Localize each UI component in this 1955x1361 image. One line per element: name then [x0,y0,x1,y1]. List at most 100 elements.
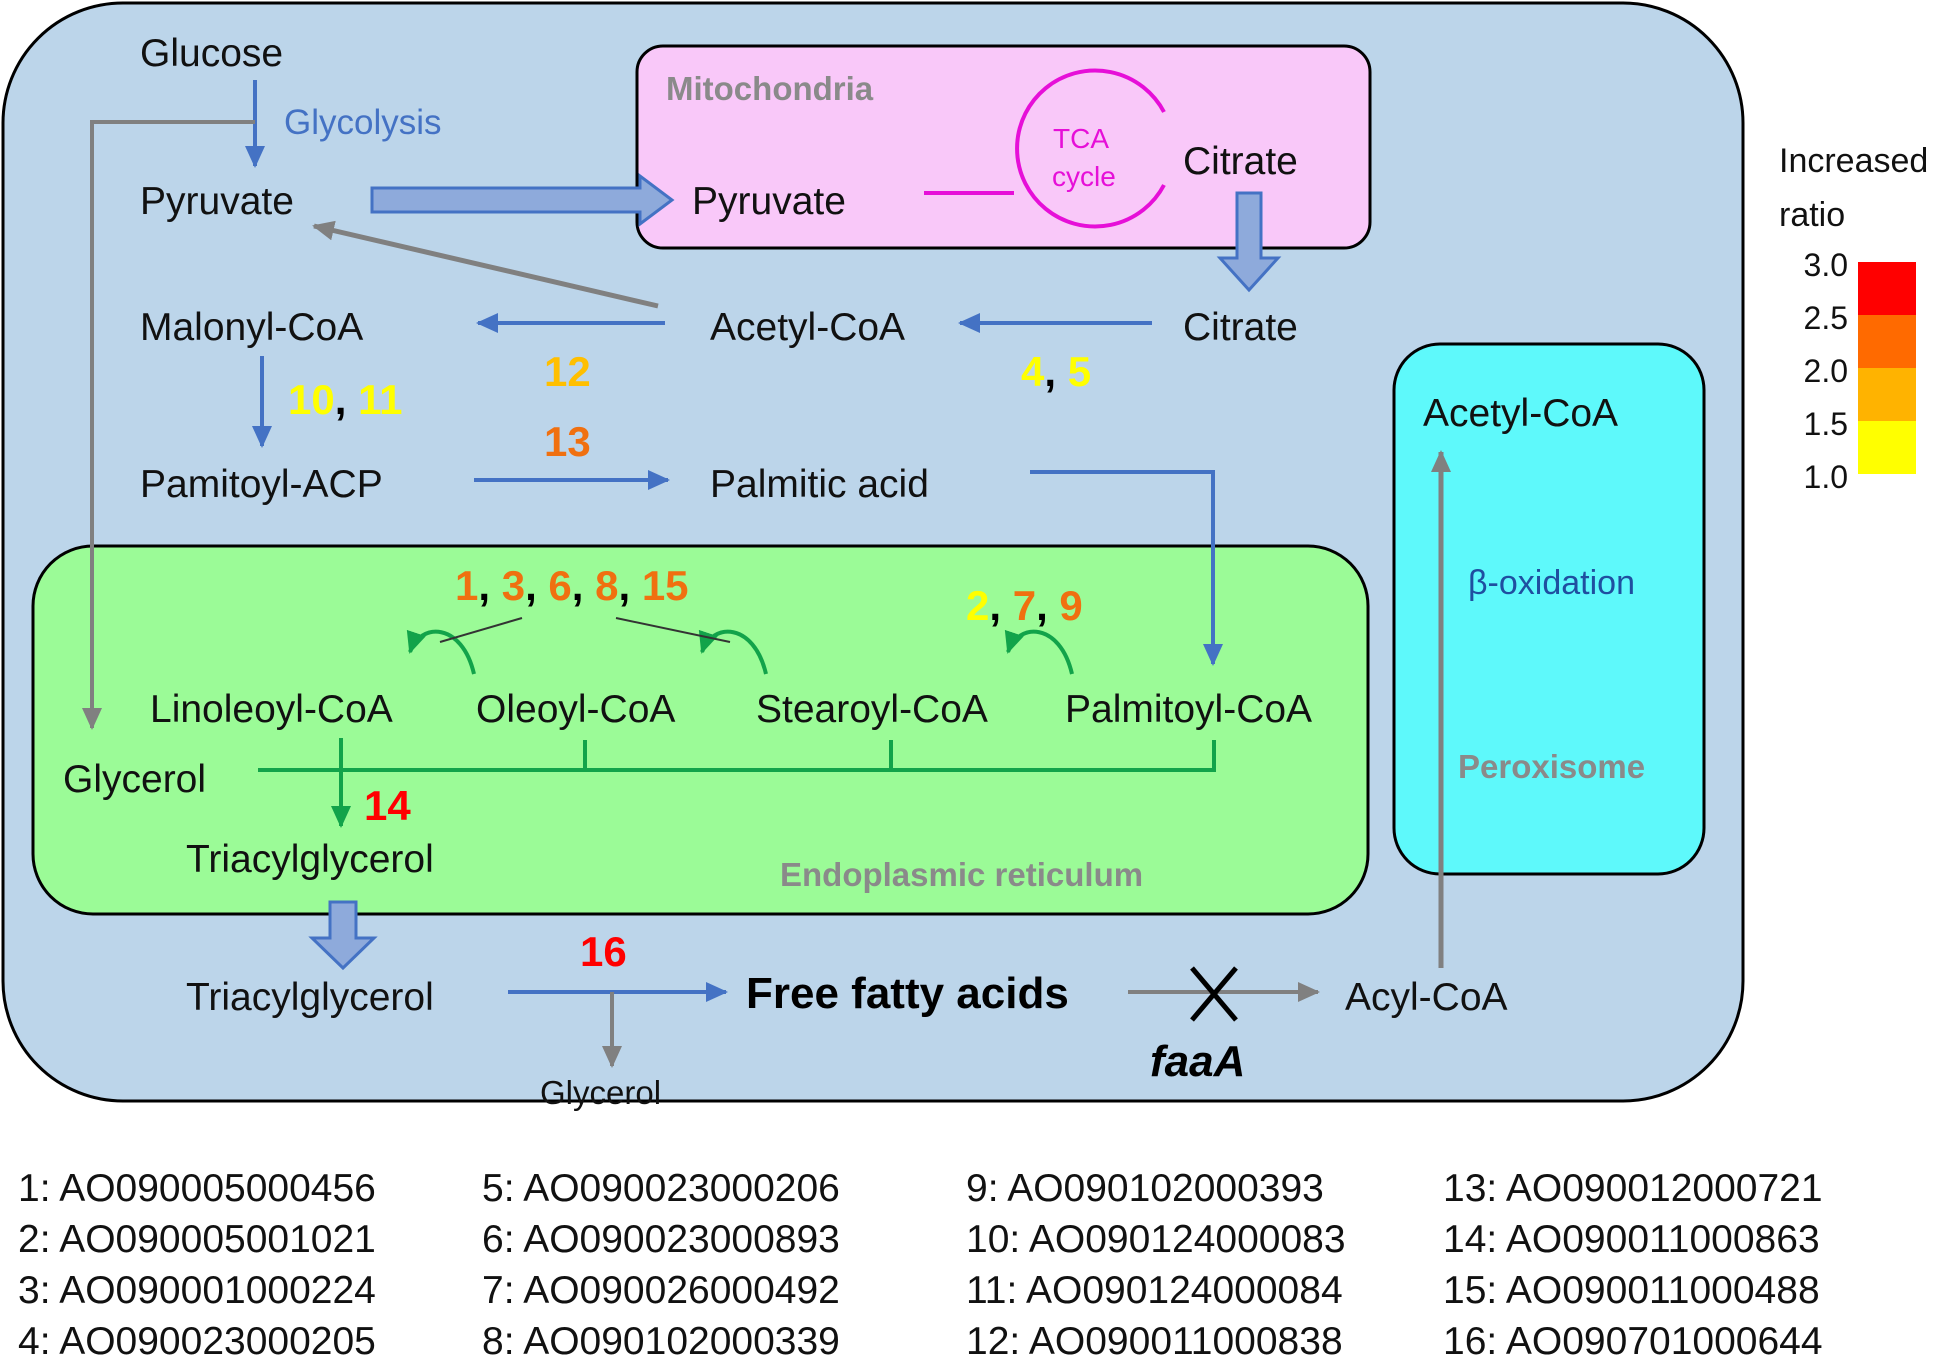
pyruvate-transport-block-arrow [370,173,675,227]
legend-swatch [1858,315,1916,368]
peroxisome-label: Peroxisome [1458,748,1645,785]
gene-number-part: 8 [595,562,618,609]
gene-id-entry: 11: AO090124000084 [966,1269,1343,1312]
legend-tick-label: 2.0 [1804,353,1848,389]
gene-label-g14: 14 [364,782,411,829]
glycerol-er-label: Glycerol [63,758,206,801]
oleoyl-coa-label: Oleoyl-CoA [476,688,675,731]
gene-id-entry: 2: AO090005001021 [18,1218,376,1261]
gene-id-entry: 1: AO090005000456 [18,1167,376,1210]
gene-number-part: 7 [1013,582,1036,629]
palmitoyl-to-stearoyl-arc [1004,629,1074,675]
mitochondria-label: Mitochondria [666,70,874,107]
gene-label-g2-9: 2, 7, 9 [966,582,1083,629]
legend-tick-label: 3.0 [1804,247,1848,283]
gene-number-part: 11 [358,376,402,423]
gene-id-entry: 4: AO090023000205 [18,1320,376,1361]
increased-ratio-legend: Increased ratio 3.0 2.5 2.0 1.5 1.0 [1779,142,1928,495]
gene-id-table: 1: AO090005000456 2: AO090005001021 3: AO0… [18,1167,1823,1361]
legend-title-line1: Increased [1779,142,1928,180]
gene-number-part: 9 [1059,582,1082,629]
linoleoyl-coa-label: Linoleoyl-CoA [150,688,393,731]
gene-id-entry: 6: AO090023000893 [482,1218,840,1261]
gene-number-part: 2 [966,582,989,629]
citrate-cytosol-label: Citrate [1183,306,1298,349]
gene-id-entry: 16: AO090701000644 [1443,1320,1823,1361]
citrate-export-block-arrow [1216,191,1282,293]
gene-number-part: , [989,582,1012,629]
gene-id-entry: 14: AO090011000863 [1443,1218,1820,1261]
gene-id-entry: 12: AO090011000838 [966,1320,1343,1361]
legend-title-line2: ratio [1779,196,1845,234]
gene-number-part: 15 [642,562,689,609]
legend-tick-labels: 3.0 2.5 2.0 1.5 1.0 [1804,247,1848,495]
stearoyl-to-oleoyl-arc [698,629,768,675]
acetyl-coa-label: Acetyl-CoA [710,306,905,349]
triacylglycerol-er-label: Triacylglycerol [186,838,434,881]
glycolysis-label: Glycolysis [284,103,442,142]
legend-color-scale [1858,262,1916,474]
tag-release-block-arrow [308,900,378,971]
gene-label-g1-15: 1, 3, 6, 8, 15 [455,562,689,609]
gene-number-part: 3 [502,562,525,609]
gene-label-g12: 12 [544,348,591,395]
legend-swatch [1858,368,1916,421]
gene-number-part: 16 [580,928,627,975]
gene-id-entry: 8: AO090102000339 [482,1320,840,1361]
gene-number-part: , [1044,348,1067,395]
legend-swatch [1858,262,1916,315]
tca-label-line1: TCA [1053,123,1109,154]
legend-swatch [1858,421,1916,474]
gene-number-part: 1 [455,562,478,609]
oleoyl-to-linoleoyl-arc [406,629,476,675]
legend-tick-label: 2.5 [1804,300,1848,336]
legend-tick-label: 1.5 [1804,406,1848,442]
tca-cycle-arc [1015,68,1166,229]
free-fatty-acids-label: Free fatty acids [746,969,1069,1018]
gene-number-part: , [335,376,358,423]
gene-number-part: 12 [544,348,591,395]
gene-number-part: 10 [288,376,335,423]
gene-callout-line-left [439,617,523,643]
malonyl-coa-label: Malonyl-CoA [140,306,363,349]
pyruvate-cytosol-label: Pyruvate [140,180,294,223]
gene-number-part: , [525,562,548,609]
beta-oxidation-label: β-oxidation [1468,564,1635,602]
glycerol-out-label: Glycerol [540,1074,661,1111]
gene-id-entry: 15: AO090011000488 [1443,1269,1820,1312]
gene-number-part: , [572,562,595,609]
palmitic-acid-label: Palmitic acid [710,463,929,506]
gene-number-part: 13 [544,418,591,465]
gene-id-entry: 5: AO090023000206 [482,1167,840,1210]
palmitic-to-palmitoylcoa-arrow [1030,470,1223,666]
acetylcoa-to-pyruvate-arrow [312,220,659,309]
gene-label-g13: 13 [544,418,591,465]
gene-id-entry: 3: AO090001000224 [18,1269,376,1312]
gene-callout-line-right [615,617,731,643]
tca-label-line2: cycle [1052,161,1116,192]
gene-number-part: 4 [1021,348,1045,395]
faaA-gene-label: faaA [1150,1037,1245,1086]
gene-id-entry: 7: AO090026000492 [482,1269,840,1312]
gene-number-part: , [1036,582,1059,629]
glucose-label: Glucose [140,32,283,75]
gene-id-entry: 13: AO090012000721 [1443,1167,1823,1210]
pamitoyl-acp-label: Pamitoyl-ACP [140,463,383,506]
gene-number-part: , [478,562,501,609]
legend-tick-label: 1.0 [1804,459,1848,495]
stearoyl-coa-label: Stearoyl-CoA [756,688,988,731]
triacylglycerol-cytosol-label: Triacylglycerol [186,976,434,1019]
acyl-coa-label: Acyl-CoA [1345,976,1508,1019]
mitochondria-compartment [635,44,1372,250]
gene-number-part: 6 [548,562,571,609]
gene-number-part: 5 [1068,348,1091,395]
gene-label-g10-11: 10, 11 [288,376,402,423]
knockout-x-mark [1190,966,1238,1022]
gene-label-g16: 16 [580,928,627,975]
gene-number-part: 14 [364,782,411,829]
pyruvate-mito-label: Pyruvate [692,180,846,223]
citrate-mito-label: Citrate [1183,140,1298,183]
